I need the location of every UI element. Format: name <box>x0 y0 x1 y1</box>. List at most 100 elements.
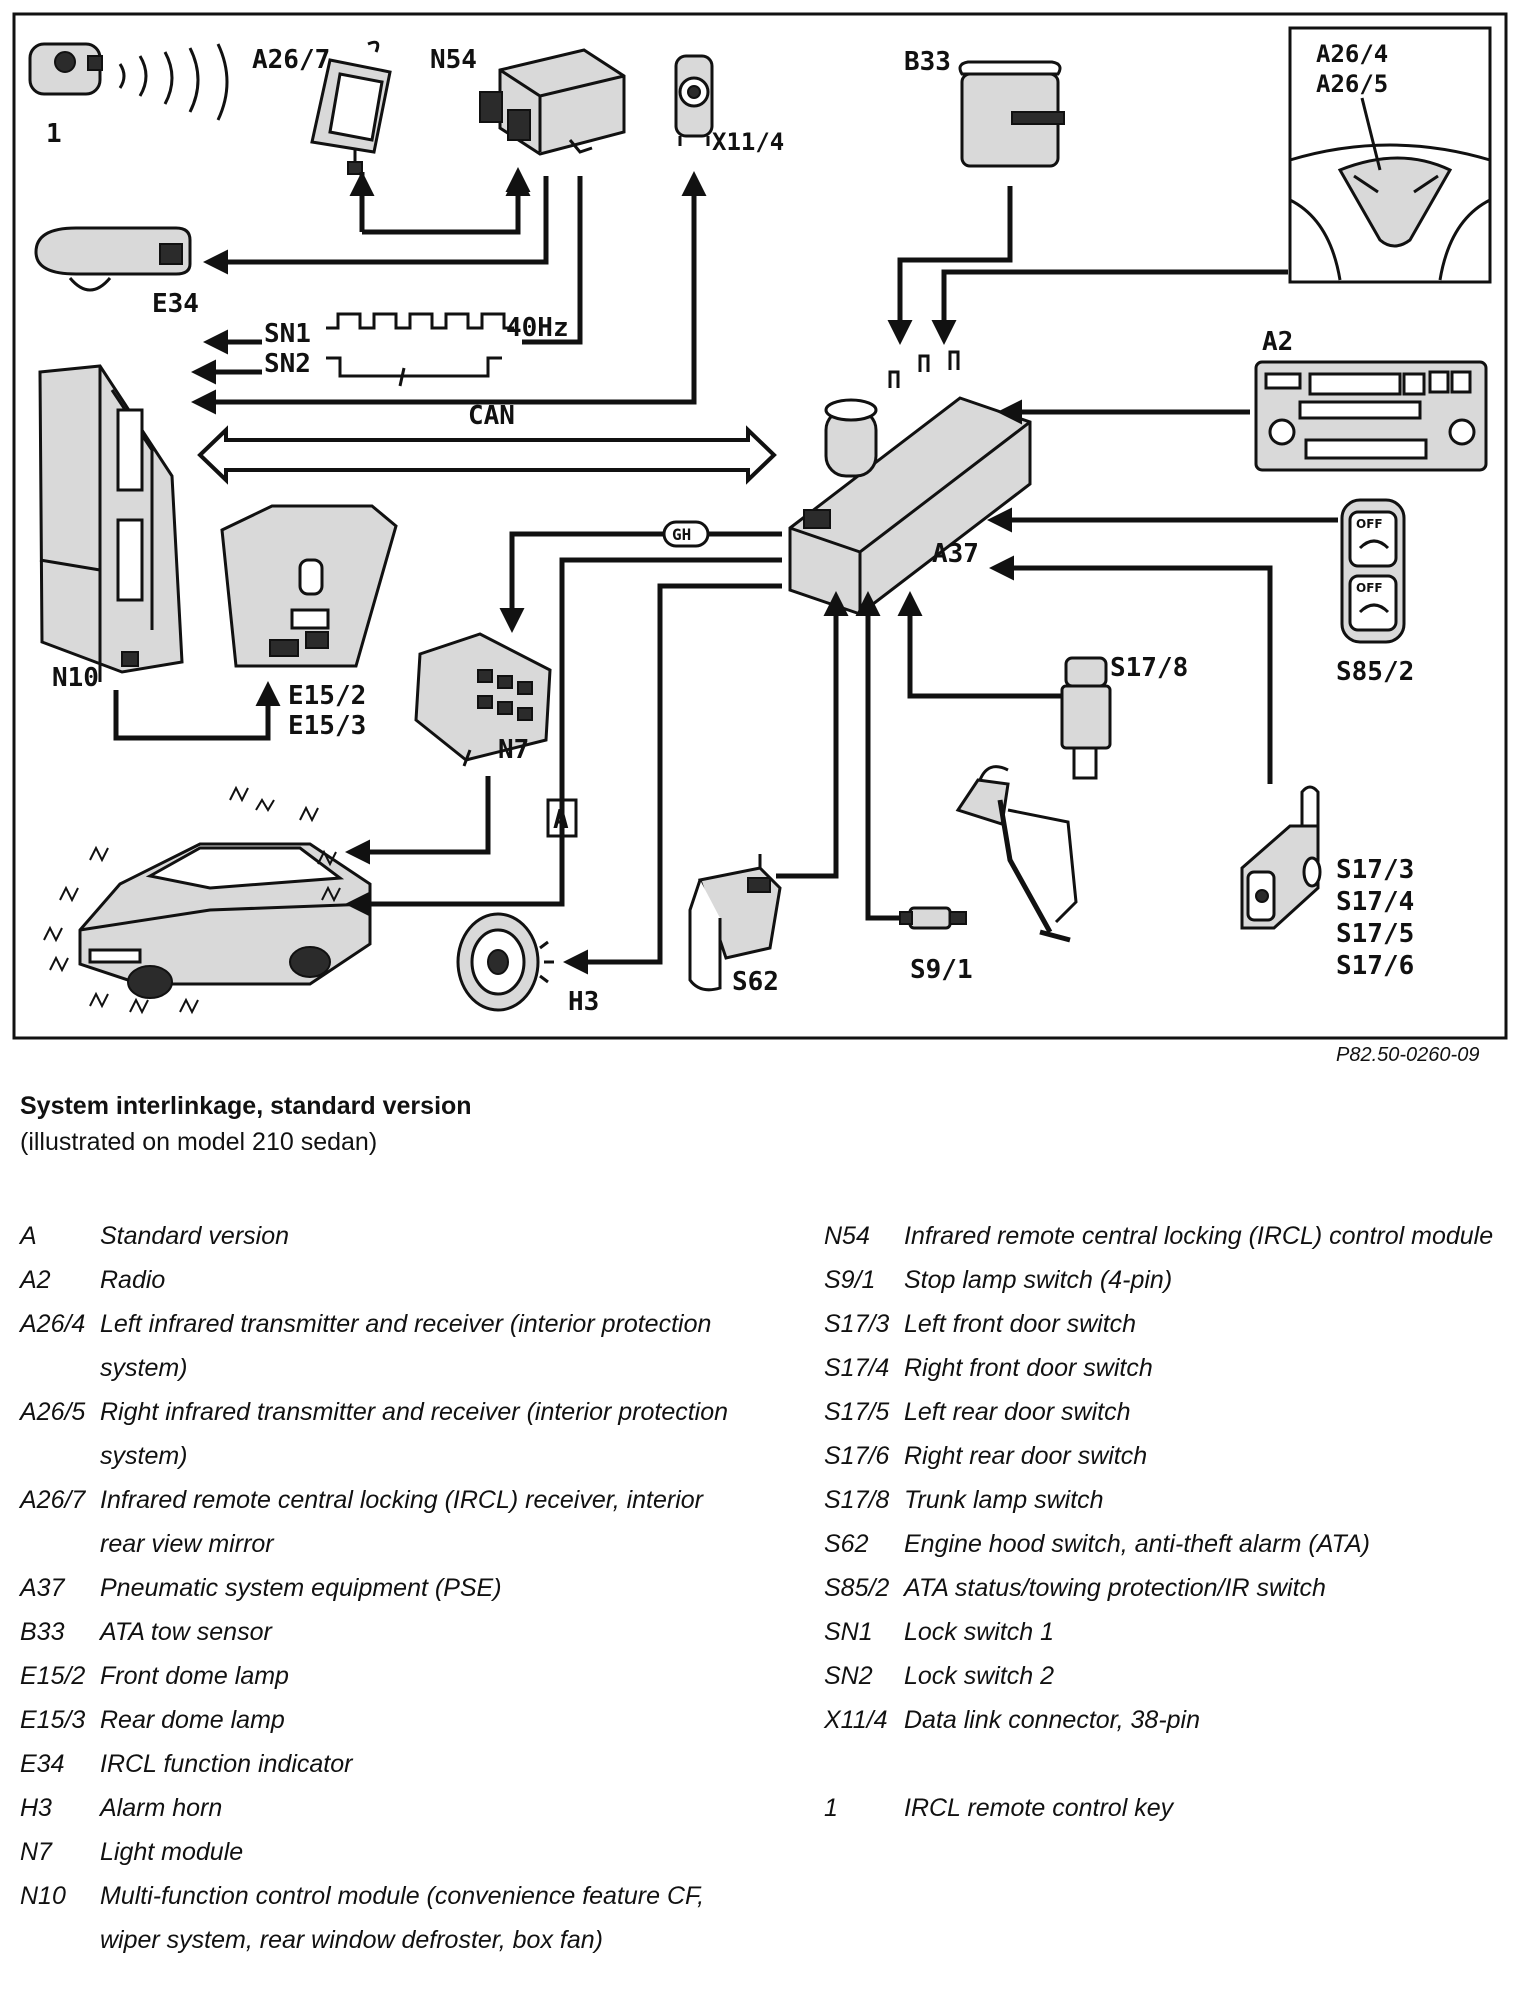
trunk-lamp-switch-icon <box>1060 656 1112 780</box>
gh-badge <box>662 520 710 548</box>
legend-item: E34 IRCL function indicator <box>20 1742 740 1786</box>
label-off-2: OFF <box>1356 581 1383 595</box>
label-sn2: SN2 <box>264 349 311 379</box>
label-n7: N7 <box>498 735 529 765</box>
legend-text: Right rear door switch <box>904 1442 1148 1470</box>
wire-sn1 <box>522 176 583 345</box>
legend-key: N7 <box>20 1838 52 1866</box>
legend-key: A26/5 <box>20 1398 86 1426</box>
wire-mirror-n54 <box>359 172 518 235</box>
legend-text: IRCL function indicator <box>100 1750 353 1778</box>
legend-item: A2 Radio <box>20 1258 740 1302</box>
ata-tow-sensor-icon <box>958 60 1065 168</box>
label-a26-4: A26/4 <box>1316 40 1388 68</box>
multi-function-control-module-icon <box>38 364 184 682</box>
label-e15-3: E15/3 <box>288 711 366 741</box>
wire-a37-horn <box>563 583 782 975</box>
legend-key: S85/2 <box>824 1574 890 1602</box>
legend-text: Alarm horn <box>100 1794 223 1822</box>
label-40hz: 40Hz <box>506 313 569 343</box>
wire-n7-car <box>345 776 491 865</box>
label-off-1: OFF <box>1356 517 1383 531</box>
legend-key: E34 <box>20 1750 65 1778</box>
legend-text: Lock switch 1 <box>904 1618 1055 1646</box>
label-a26-5: A26/5 <box>1316 70 1388 98</box>
legend-key: A2 <box>20 1266 51 1294</box>
label-e15-2: E15/2 <box>288 681 366 711</box>
legend-key: S62 <box>824 1530 869 1558</box>
remote-key-icon <box>28 42 229 121</box>
label-a2: A2 <box>1262 327 1293 357</box>
engine-hood-switch-icon <box>688 854 782 992</box>
legend-key: SN1 <box>824 1618 873 1646</box>
legend-item: S17/4 Right front door switch <box>824 1346 1524 1390</box>
wire-door-switches-a37 <box>989 555 1273 784</box>
light-flash-icons <box>43 785 341 1015</box>
legend-key: B33 <box>20 1618 65 1646</box>
wire-x11-4 <box>196 171 707 405</box>
label-x11-4: X11/4 <box>712 128 784 156</box>
label-sn1: SN1 <box>264 319 311 349</box>
caption-title: System interlinkage, standard version <box>20 1092 472 1120</box>
label-s9-1: S9/1 <box>910 955 973 985</box>
legend-text: Rear dome lamp <box>100 1706 285 1734</box>
label-s17-8: S17/8 <box>1110 653 1188 683</box>
legend-text: Engine hood switch, anti-theft alarm (AT… <box>904 1530 1370 1558</box>
ircl-control-module-icon <box>479 48 626 156</box>
legend-text: Infrared remote central locking (IRCL) c… <box>904 1222 1494 1250</box>
legend-text: IRCL remote control key <box>904 1794 1174 1822</box>
legend-text: Right front door switch <box>904 1354 1153 1382</box>
alarm-horn-icon <box>456 912 554 1012</box>
door-handle-icon <box>34 226 192 292</box>
legend-key: SN2 <box>824 1662 873 1690</box>
label-s17-4: S17/4 <box>1336 887 1414 917</box>
label-s85-2: S85/2 <box>1336 657 1414 687</box>
wire-s9-1-a37 <box>855 591 900 921</box>
legend-item: S62 Engine hood switch, anti-theft alarm … <box>824 1522 1524 1566</box>
legend-item: SN1 Lock switch 1 <box>824 1610 1524 1654</box>
legend-text: Radio <box>100 1266 166 1294</box>
legend-text: Standard version <box>100 1222 290 1250</box>
label-a37: A37 <box>932 539 979 569</box>
legend-item <box>824 1742 1524 1786</box>
wire-b33-a37 <box>887 186 1013 345</box>
infrared-transmitter-inset <box>1288 26 1492 284</box>
label-n10: N10 <box>52 663 99 693</box>
wire-s62-a37 <box>776 591 849 879</box>
label-gh: GH <box>672 525 691 544</box>
wire-a37-n7 <box>499 531 782 633</box>
legend-text: Lock switch 2 <box>904 1662 1055 1690</box>
pneumatic-system-equipment-icon <box>788 350 1032 616</box>
legend-text: Left front door switch <box>904 1310 1137 1338</box>
label-s62: S62 <box>732 967 779 997</box>
radio-icon <box>1254 360 1488 472</box>
legend-key: S17/4 <box>824 1354 890 1382</box>
legend-text: Multi-function control module (convenien… <box>100 1882 705 1954</box>
system-interlinkage-diagram: 1 A26/7 N54 X11/4 B33 A26 <box>12 12 1508 1040</box>
stop-lamp-switch-icon <box>899 906 967 930</box>
legend-key: S17/5 <box>824 1398 890 1426</box>
wire-n54-e34 <box>203 176 549 275</box>
a26-5-leader <box>1360 97 1382 171</box>
label-b33: B33 <box>904 47 951 77</box>
data-link-connector-icon <box>674 54 714 146</box>
label-s17-3: S17/3 <box>1336 855 1414 885</box>
wire-s17-8-a37 <box>897 591 1062 699</box>
legend-text: Infrared remote central locking (IRCL) r… <box>100 1486 704 1558</box>
legend-text: Front dome lamp <box>100 1662 289 1690</box>
